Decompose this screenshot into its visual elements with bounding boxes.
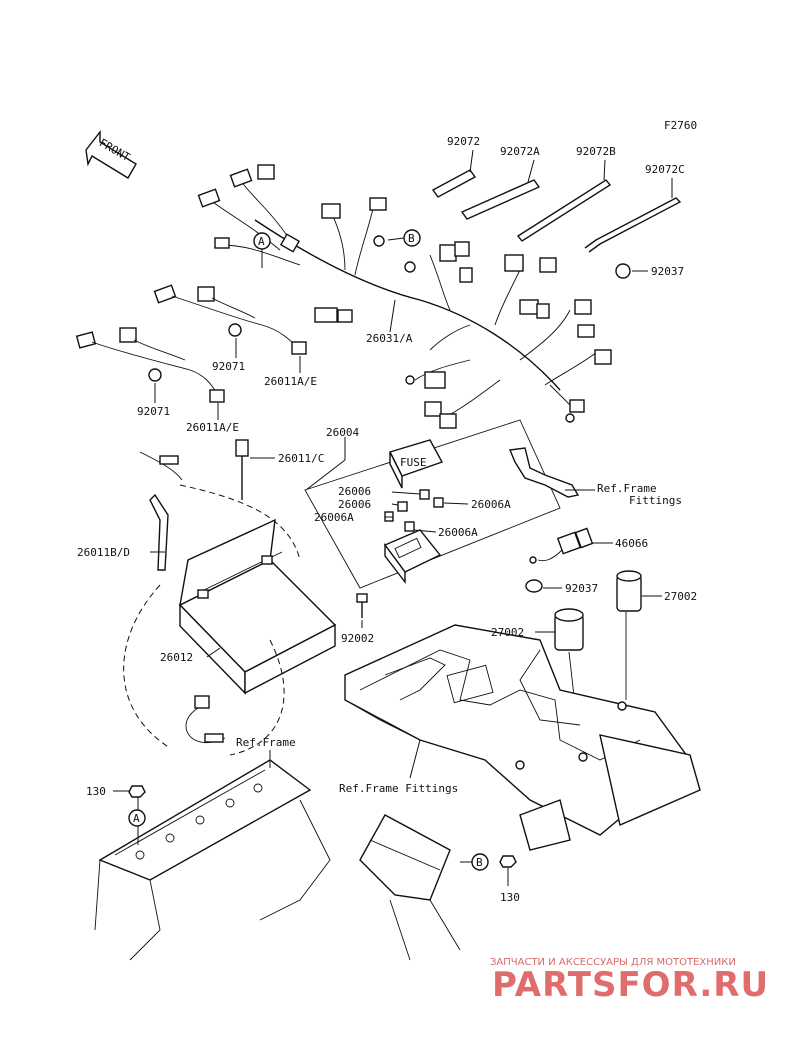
battery-lead-26011bd [139, 451, 183, 571]
marker-a-top-label: A [258, 235, 265, 248]
frame-fittings-bracket [509, 447, 595, 498]
label-26011c: 26011/C [278, 452, 324, 465]
relay-27002-right [616, 570, 662, 700]
label-26006-a: 26006 [338, 485, 371, 498]
clamp-92037-top [615, 263, 648, 279]
clamp-92037-lower [525, 579, 562, 593]
label-26006a-left: 26006A [314, 511, 354, 524]
label-26006a-right: 26006A [471, 498, 511, 511]
label-92002: 92002 [341, 632, 374, 645]
label-92037-lower: 92037 [565, 582, 598, 595]
ref-frame-fittings-bottom: Ref.Frame Fittings [339, 782, 458, 795]
label-92072: 92072 [447, 135, 480, 148]
marker-b-top: B [387, 229, 421, 247]
label-26011ae-lower: 26011A/E [186, 421, 239, 434]
label-26004: 26004 [326, 426, 359, 439]
bolt-130-left [113, 785, 146, 798]
marker-a-top: A [253, 232, 271, 268]
label-92072a: 92072A [500, 145, 540, 158]
figure-code: F2760 [664, 119, 697, 132]
watermark-brand: PARTSFOR.RU [492, 965, 769, 1005]
connector-46066 [529, 527, 613, 564]
marker-b-top-label: B [408, 232, 415, 245]
cable-tie-92072b [516, 159, 612, 242]
marker-b-bottom: B [471, 853, 489, 871]
label-130-left: 130 [86, 785, 106, 798]
watermark-caption: ЗАПЧАСТИ И АКСЕССУАРЫ ДЛЯ МОТОТЕХНИКИ [490, 957, 736, 968]
label-92071-lower: 92071 [137, 405, 170, 418]
ref-frame-fittings-1: Ref.Frame [597, 482, 657, 495]
cable-tie-92072a [460, 159, 541, 220]
label-26006-b: 26006 [338, 498, 371, 511]
label-92037-top: 92037 [651, 265, 684, 278]
label-92072c: 92072C [645, 163, 685, 176]
bolt-92002 [356, 593, 368, 628]
label-92071-upper: 92071 [212, 360, 245, 373]
label-26011ae-upper: 26011A/E [264, 375, 317, 388]
label-26031a: 26031/A [366, 332, 413, 345]
frame-right-bracket [359, 814, 478, 961]
ref-frame: Ref.Frame [236, 736, 296, 749]
bolt-130-right [499, 855, 517, 886]
front-arrow-icon: FRONT [85, 129, 137, 179]
cable-tie-92072c [584, 178, 682, 253]
label-26006a-lower: 26006A [438, 526, 478, 539]
label-46066: 46066 [615, 537, 648, 550]
label-27002-right: 27002 [664, 590, 697, 603]
cable-tie-92072 [431, 149, 477, 198]
watermark: ЗАПЧАСТИ И АКСЕССУАРЫ ДЛЯ МОТОТЕХНИКИ PA… [490, 957, 769, 1005]
sub-harness-lower [75, 327, 225, 420]
label-130-right: 130 [500, 891, 520, 904]
sensor-lead [185, 695, 226, 744]
label-26011bd: 26011B/D [77, 546, 130, 559]
marker-a-bottom: A [128, 809, 146, 827]
ref-frame-fittings-2: Fittings [629, 494, 682, 507]
fuse-box-group: FUSE [304, 419, 561, 589]
relay-27002-center [535, 608, 584, 706]
fuse-text: FUSE [400, 456, 427, 469]
sub-harness-upper [153, 284, 307, 373]
label-26012: 26012 [160, 651, 193, 664]
battery-26012 [178, 518, 337, 695]
label-27002-center: 27002 [491, 626, 524, 639]
battery-lead-26011c [235, 439, 275, 500]
battery-tray [344, 624, 701, 851]
marker-a-bottom-label: A [133, 812, 140, 825]
marker-b-bottom-label: B [476, 856, 483, 869]
frame-left [94, 750, 331, 961]
label-92072b: 92072B [576, 145, 616, 158]
main-wiring-harness [197, 164, 612, 429]
fuse-cover: FUSE [389, 439, 444, 489]
fuse-block [383, 529, 442, 585]
